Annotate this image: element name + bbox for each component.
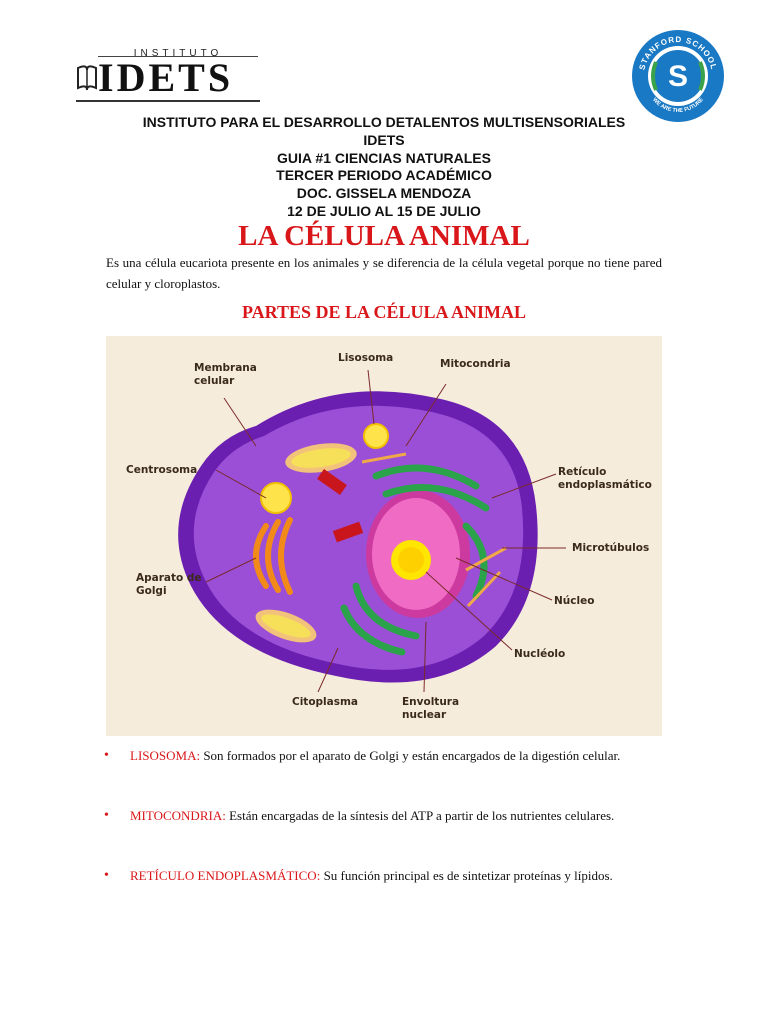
item-term: MITOCONDRIA: bbox=[130, 808, 226, 823]
item-text: Son formados por el aparato de Golgi y e… bbox=[203, 748, 621, 763]
lysosome bbox=[260, 482, 292, 514]
microtubules bbox=[361, 452, 507, 608]
bullet-icon: • bbox=[104, 748, 109, 763]
logo-brand: IDETS bbox=[98, 55, 234, 100]
cell-illustration bbox=[178, 369, 566, 693]
list-item: • MITOCONDRIA: Están encargadas de la sí… bbox=[104, 806, 664, 826]
label-membrana: Membrana celular bbox=[194, 362, 257, 387]
centrosome bbox=[317, 469, 364, 543]
mitochondria bbox=[255, 443, 357, 643]
list-item: • LISOSOMA: Son formados por el aparato … bbox=[104, 746, 664, 766]
idets-logo: INSTITUTO IDETS bbox=[76, 48, 260, 104]
header-dates: 12 DE JULIO AL 15 DE JULIO bbox=[287, 203, 481, 219]
section-subtitle: PARTES DE LA CÉLULA ANIMAL bbox=[241, 302, 527, 322]
label-nucleolo: Nucléolo bbox=[514, 648, 566, 660]
endoplasmic-reticulum bbox=[340, 464, 490, 656]
bullet-icon: • bbox=[104, 808, 109, 823]
label-golgi: Aparato de Golgi bbox=[136, 572, 202, 597]
logo-rule bbox=[98, 56, 258, 57]
golgi-apparatus bbox=[253, 517, 293, 595]
list-item: • RETÍCULO ENDOPLASMÁTICO: Su función pr… bbox=[104, 866, 664, 886]
label-microtubulos: Microtúbulos bbox=[572, 542, 650, 554]
header-institution: INSTITUTO PARA EL DESARROLLO DETALENTOS … bbox=[142, 114, 626, 130]
laurel-icon bbox=[651, 61, 705, 91]
intro-paragraph: Es una célula eucariota presente en los … bbox=[106, 255, 662, 291]
header-acronym: IDETS bbox=[363, 132, 405, 148]
logo-underline bbox=[76, 100, 260, 102]
item-text: Están encargadas de la síntesis del ATP … bbox=[229, 808, 615, 823]
stanford-school-badge: S STANFORD SCHOOL WE ARE THE FUTURE bbox=[632, 30, 724, 122]
animal-cell-diagram: Membrana celular Lisosoma Mitocondria Ce… bbox=[106, 336, 662, 736]
page-title: LA CÉLULA ANIMAL bbox=[238, 220, 530, 252]
item-text: Su función principal es de sintetizar pr… bbox=[323, 868, 613, 883]
label-mitocondria: Mitocondria bbox=[440, 358, 511, 370]
item-term: LISOSOMA: bbox=[130, 748, 201, 763]
label-nucleo: Núcleo bbox=[554, 595, 595, 607]
label-reticulo: Retículo endoplasmático bbox=[558, 466, 652, 491]
logo-top-text: INSTITUTO bbox=[133, 48, 223, 59]
book-icon bbox=[77, 65, 97, 91]
header-period: TERCER PERIODO ACADÉMICO bbox=[276, 167, 492, 183]
header-guide: GUIA #1 CIENCIAS NATURALES bbox=[277, 150, 491, 166]
lysosome bbox=[363, 423, 389, 449]
item-term: RETÍCULO ENDOPLASMÁTICO: bbox=[130, 868, 321, 883]
badge-letter: S bbox=[668, 60, 688, 93]
label-envoltura: Envoltura nuclear bbox=[402, 696, 460, 721]
label-citoplasma: Citoplasma bbox=[292, 696, 359, 708]
bullet-icon: • bbox=[104, 868, 109, 883]
header-teacher: DOC. GISSELA MENDOZA bbox=[296, 185, 472, 201]
label-centrosoma: Centrosoma bbox=[126, 464, 198, 476]
label-lisosoma: Lisosoma bbox=[338, 352, 394, 364]
